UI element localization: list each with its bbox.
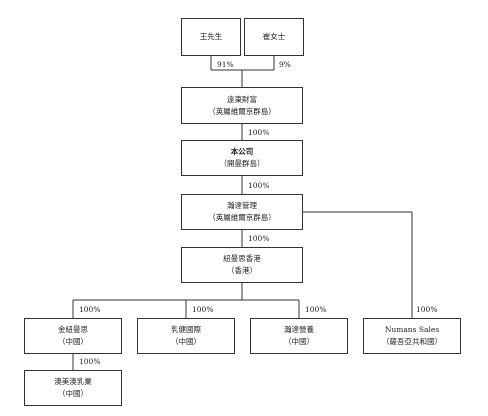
edge-label-niuman-jinniu: 100% xyxy=(79,305,101,314)
node-handa-mgmt-name: 瀚達管理 xyxy=(227,201,257,210)
edge-label-wang: 91% xyxy=(217,60,234,69)
node-company-sub: （開曼群島） xyxy=(219,159,265,168)
node-yuandong: 遠東財富 （英屬維爾京群島） xyxy=(181,87,303,124)
node-rujian-sub: （中國） xyxy=(171,337,201,346)
edge-label-cui: 9% xyxy=(279,60,291,69)
edge-label-niuman-rujian: 100% xyxy=(192,305,214,314)
node-company-name: 本公司 xyxy=(230,147,254,156)
node-handa-nutrition: 瀚達營養 （中國） xyxy=(250,318,348,354)
edge-label-company-handa: 100% xyxy=(248,181,270,190)
node-aomei-sub: （中國） xyxy=(58,389,88,398)
node-handa-mgmt: 瀚達管理 （英屬維爾京群島） xyxy=(181,194,303,230)
node-handa-mgmt-sub: （英屬維爾京群島） xyxy=(208,213,276,222)
node-yuandong-sub: （英屬維爾京群島） xyxy=(208,106,276,116)
edge-label-handa-numans: 100% xyxy=(416,305,438,314)
edge-label-handa-niuman: 100% xyxy=(248,234,270,243)
node-company: 本公司 （開曼群島） xyxy=(181,140,303,176)
node-aomei: 澳美澳乳業 （中國） xyxy=(24,370,122,406)
node-cui: 崔女士 xyxy=(244,18,304,56)
node-jinniu-sub: （中國） xyxy=(58,337,88,346)
node-handa-nutrition-name: 瀚達營養 xyxy=(284,325,314,334)
edge-label-niuman-handa-nutrition: 100% xyxy=(305,305,327,314)
node-numans-sales-name: Numans Sales xyxy=(384,325,440,334)
node-niuman-hk-sub: （香港） xyxy=(227,266,257,275)
node-handa-nutrition-sub: （中國） xyxy=(284,337,314,346)
node-aomei-name: 澳美澳乳業 xyxy=(54,377,92,386)
node-jinniu: 金紐曼思 （中國） xyxy=(24,318,122,354)
node-niuman-hk-name: 紐曼思香港 xyxy=(223,254,261,263)
node-numans-sales-sub: （薩吾亞共和國） xyxy=(382,337,442,346)
node-yuandong-name: 遠東財富 xyxy=(227,94,257,104)
edge-label-jinniu-aomei: 100% xyxy=(79,357,101,366)
node-wang-name: 王先生 xyxy=(199,32,223,41)
node-jinniu-name: 金紐曼思 xyxy=(58,325,88,334)
edge-label-yuandong-company: 100% xyxy=(248,128,270,137)
node-wang: 王先生 xyxy=(181,18,241,56)
node-rujian-name: 乳健國際 xyxy=(171,325,201,334)
node-niuman-hk: 紐曼思香港 （香港） xyxy=(181,247,303,283)
node-rujian: 乳健國際 （中國） xyxy=(137,318,235,354)
node-cui-name: 崔女士 xyxy=(262,32,286,41)
node-numans-sales: Numans Sales （薩吾亞共和國） xyxy=(363,318,461,354)
